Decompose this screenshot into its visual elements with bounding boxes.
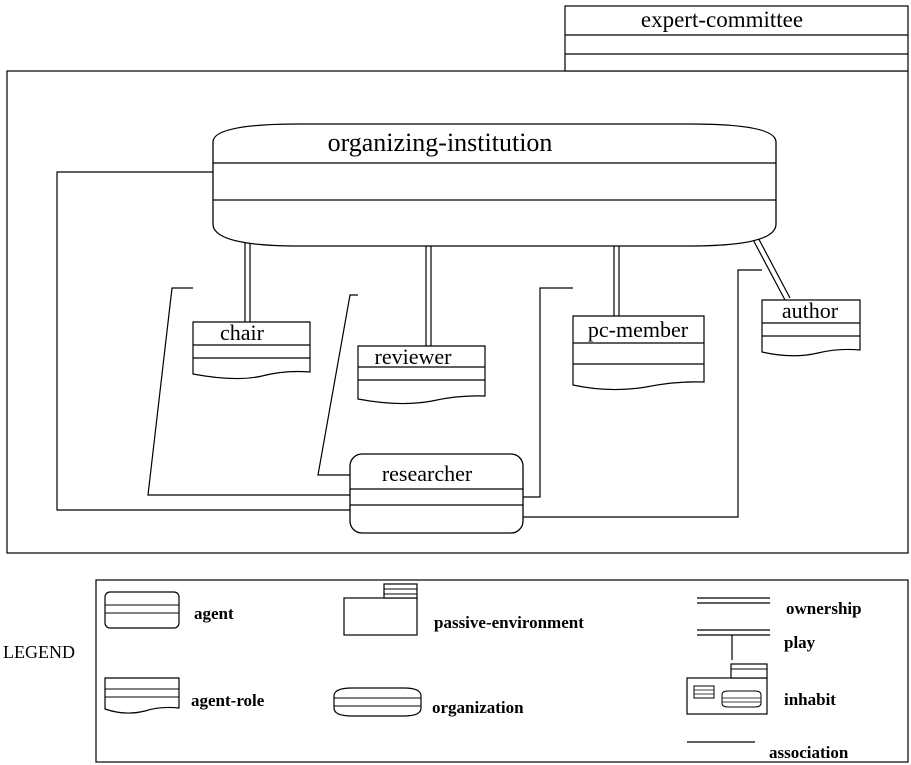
association-author-researcher xyxy=(523,269,762,518)
expert-committee-environment: expert-committee xyxy=(6,5,909,554)
agent-researcher-label: researcher xyxy=(382,461,473,486)
legend-organization-label: organization xyxy=(432,698,524,717)
role-pc-member[interactable]: pc-member xyxy=(572,315,705,391)
role-reviewer-label: reviewer xyxy=(375,344,453,369)
association-reviewer-researcher xyxy=(317,294,358,476)
organization-organizing-institution[interactable]: organizing-institution xyxy=(212,123,777,247)
play-lines xyxy=(244,229,791,346)
legend-agent-role-label: agent-role xyxy=(191,691,265,710)
legend-organization-symbol xyxy=(333,687,422,717)
legend-play-symbol xyxy=(697,629,770,660)
legend-play-label: play xyxy=(784,633,816,652)
environment-title: expert-committee xyxy=(641,7,803,32)
legend: LEGEND agent passive-environment ownersh… xyxy=(3,579,909,763)
legend-inhabit-symbol xyxy=(686,663,768,715)
legend-ownership-label: ownership xyxy=(786,599,862,618)
legend-passive-environment-symbol xyxy=(343,583,418,636)
association-org-researcher xyxy=(56,171,350,511)
legend-passive-environment-label: passive-environment xyxy=(434,613,584,632)
legend-ownership-symbol xyxy=(697,597,770,604)
legend-inhabit-label: inhabit xyxy=(784,690,836,709)
legend-agent-role-symbol xyxy=(104,677,180,714)
role-author-label: author xyxy=(782,298,839,323)
agent-researcher[interactable]: researcher xyxy=(349,453,524,534)
role-reviewer[interactable]: reviewer xyxy=(357,344,486,405)
legend-association-label: association xyxy=(769,743,849,762)
legend-agent-symbol xyxy=(104,591,180,629)
association-pcmember-researcher xyxy=(523,287,573,498)
legend-title: LEGEND xyxy=(3,642,75,662)
role-author[interactable]: author xyxy=(761,298,861,357)
association-chair-researcher xyxy=(147,287,350,496)
organization-label: organizing-institution xyxy=(328,128,553,157)
role-pc-member-label: pc-member xyxy=(588,317,689,342)
association-lines xyxy=(56,171,762,518)
legend-agent-label: agent xyxy=(194,604,234,623)
role-chair[interactable]: chair xyxy=(192,320,311,380)
role-chair-label: chair xyxy=(220,320,265,345)
legend-box xyxy=(95,579,909,763)
